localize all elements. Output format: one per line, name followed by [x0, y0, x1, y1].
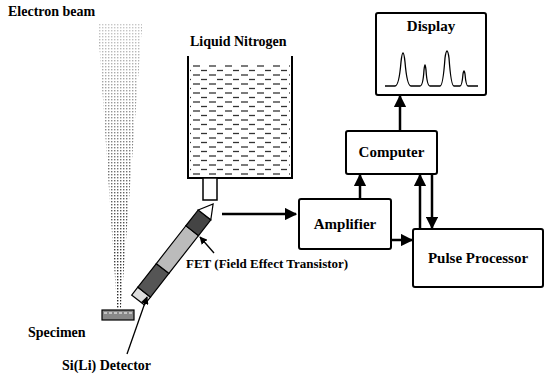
specimen: [102, 310, 134, 320]
electron-beam: [98, 24, 142, 308]
box-label: Display: [407, 18, 455, 35]
part-label: Specimen: [28, 325, 86, 341]
dewar: [188, 56, 292, 200]
spectrum-peaks: [385, 51, 478, 86]
part-label: Si(Li) Detector: [62, 358, 151, 374]
box-label: Amplifier: [314, 216, 376, 233]
display-box: Display: [375, 12, 487, 96]
computer-box: Computer: [345, 130, 438, 175]
part-label: Liquid Nitrogen: [190, 34, 287, 50]
box-label: Computer: [359, 144, 425, 161]
signal-arrow: [399, 96, 402, 130]
leader-line: [127, 297, 147, 354]
signal-arrow: [419, 175, 422, 228]
part-label: FET (Field Effect Transistor): [186, 256, 348, 272]
amplifier-box: Amplifier: [298, 198, 392, 250]
pulse-processor-box: Pulse Processor: [412, 228, 544, 288]
signal-arrow: [359, 175, 362, 198]
signal-arrow: [392, 239, 412, 242]
si-li-detector: [132, 199, 220, 305]
box-label: Pulse Processor: [428, 250, 528, 267]
leader-line: [200, 237, 214, 253]
signal-wire: [222, 213, 296, 216]
part-label: Electron beam: [8, 4, 95, 20]
signal-arrow: [431, 175, 434, 228]
